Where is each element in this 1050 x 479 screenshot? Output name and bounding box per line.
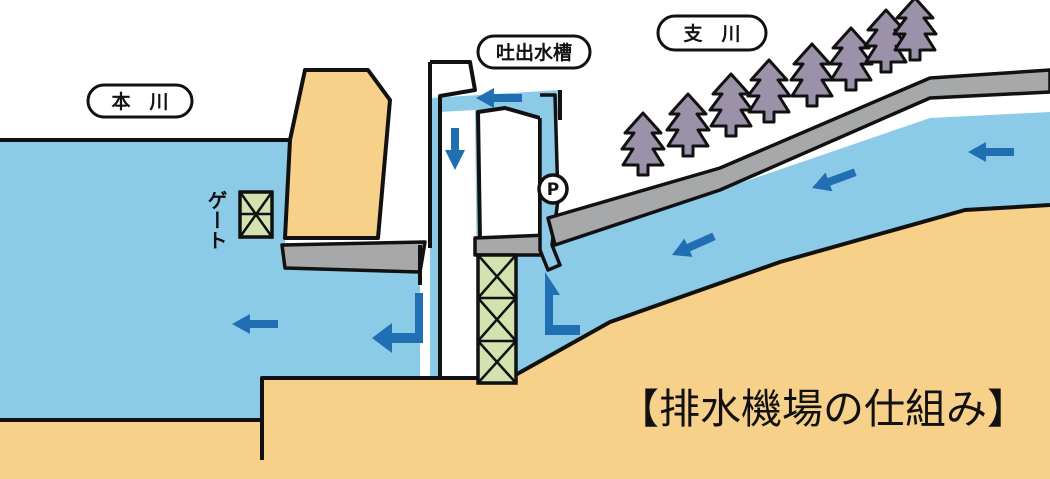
pump-icon (537, 173, 569, 205)
tributary-label: 支 川 (656, 14, 768, 52)
discharge-tank-label: 吐出水槽 (476, 34, 592, 70)
pump-room (476, 106, 542, 242)
discharge-tank-left-wall (430, 60, 477, 380)
svg-text:支 川: 支 川 (682, 23, 740, 45)
diagram-title: 【排水機場の仕組み】 (618, 385, 1028, 433)
svg-text:本 川: 本 川 (111, 90, 168, 113)
main-river-water (0, 140, 420, 420)
flow-arrows (232, 88, 1014, 353)
svg-text:吐出水槽: 吐出水槽 (496, 41, 572, 64)
main-river-levee (283, 68, 392, 240)
levee-floor (280, 240, 427, 274)
pump-label: P (547, 180, 559, 200)
gate-label: ゲート (204, 190, 228, 250)
main-river-label: 本 川 (86, 83, 194, 119)
tributary-water (510, 112, 1050, 378)
tributary-levee (546, 68, 1050, 247)
